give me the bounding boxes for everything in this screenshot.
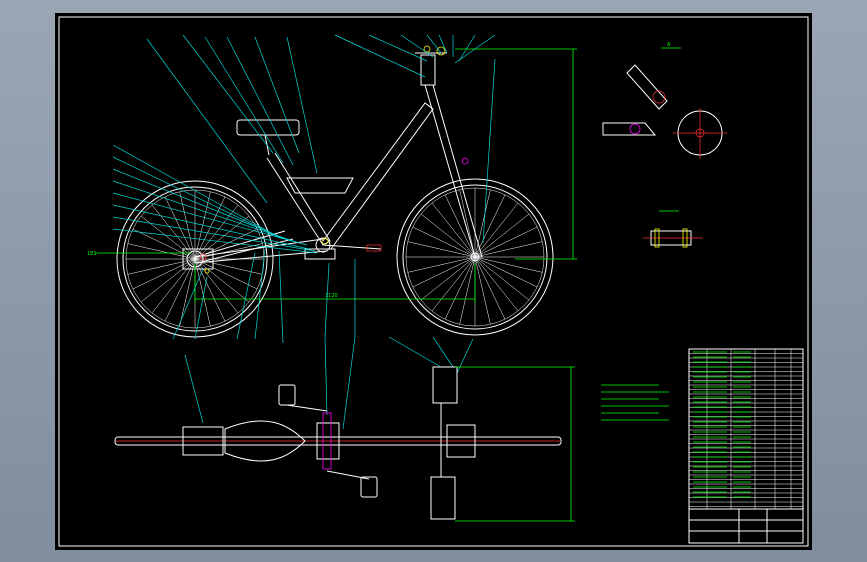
technical-notes: [601, 384, 669, 421]
drawing-border: [58, 16, 809, 547]
part-leader-lines: [112, 34, 496, 430]
wheelbase-dimension: 1120: [194, 263, 476, 303]
bicycle-assembly-drawing: 1120 181: [58, 16, 809, 547]
detail-view-axle: [643, 210, 703, 248]
rear-wheel: [116, 180, 274, 338]
side-view: 1120 181: [87, 34, 577, 430]
detail-view-crank: A: [602, 42, 727, 159]
title-block: [688, 508, 804, 544]
parts-list: [688, 348, 804, 510]
front-wheel: [396, 178, 554, 336]
view-label: A: [667, 42, 671, 48]
left-dim-value: 181: [87, 251, 97, 257]
wheelbase-value: 1120: [325, 293, 338, 299]
top-view: [114, 366, 575, 522]
drawing-viewport[interactable]: 1120 181: [55, 13, 812, 550]
bicycle-frame: [182, 45, 483, 274]
